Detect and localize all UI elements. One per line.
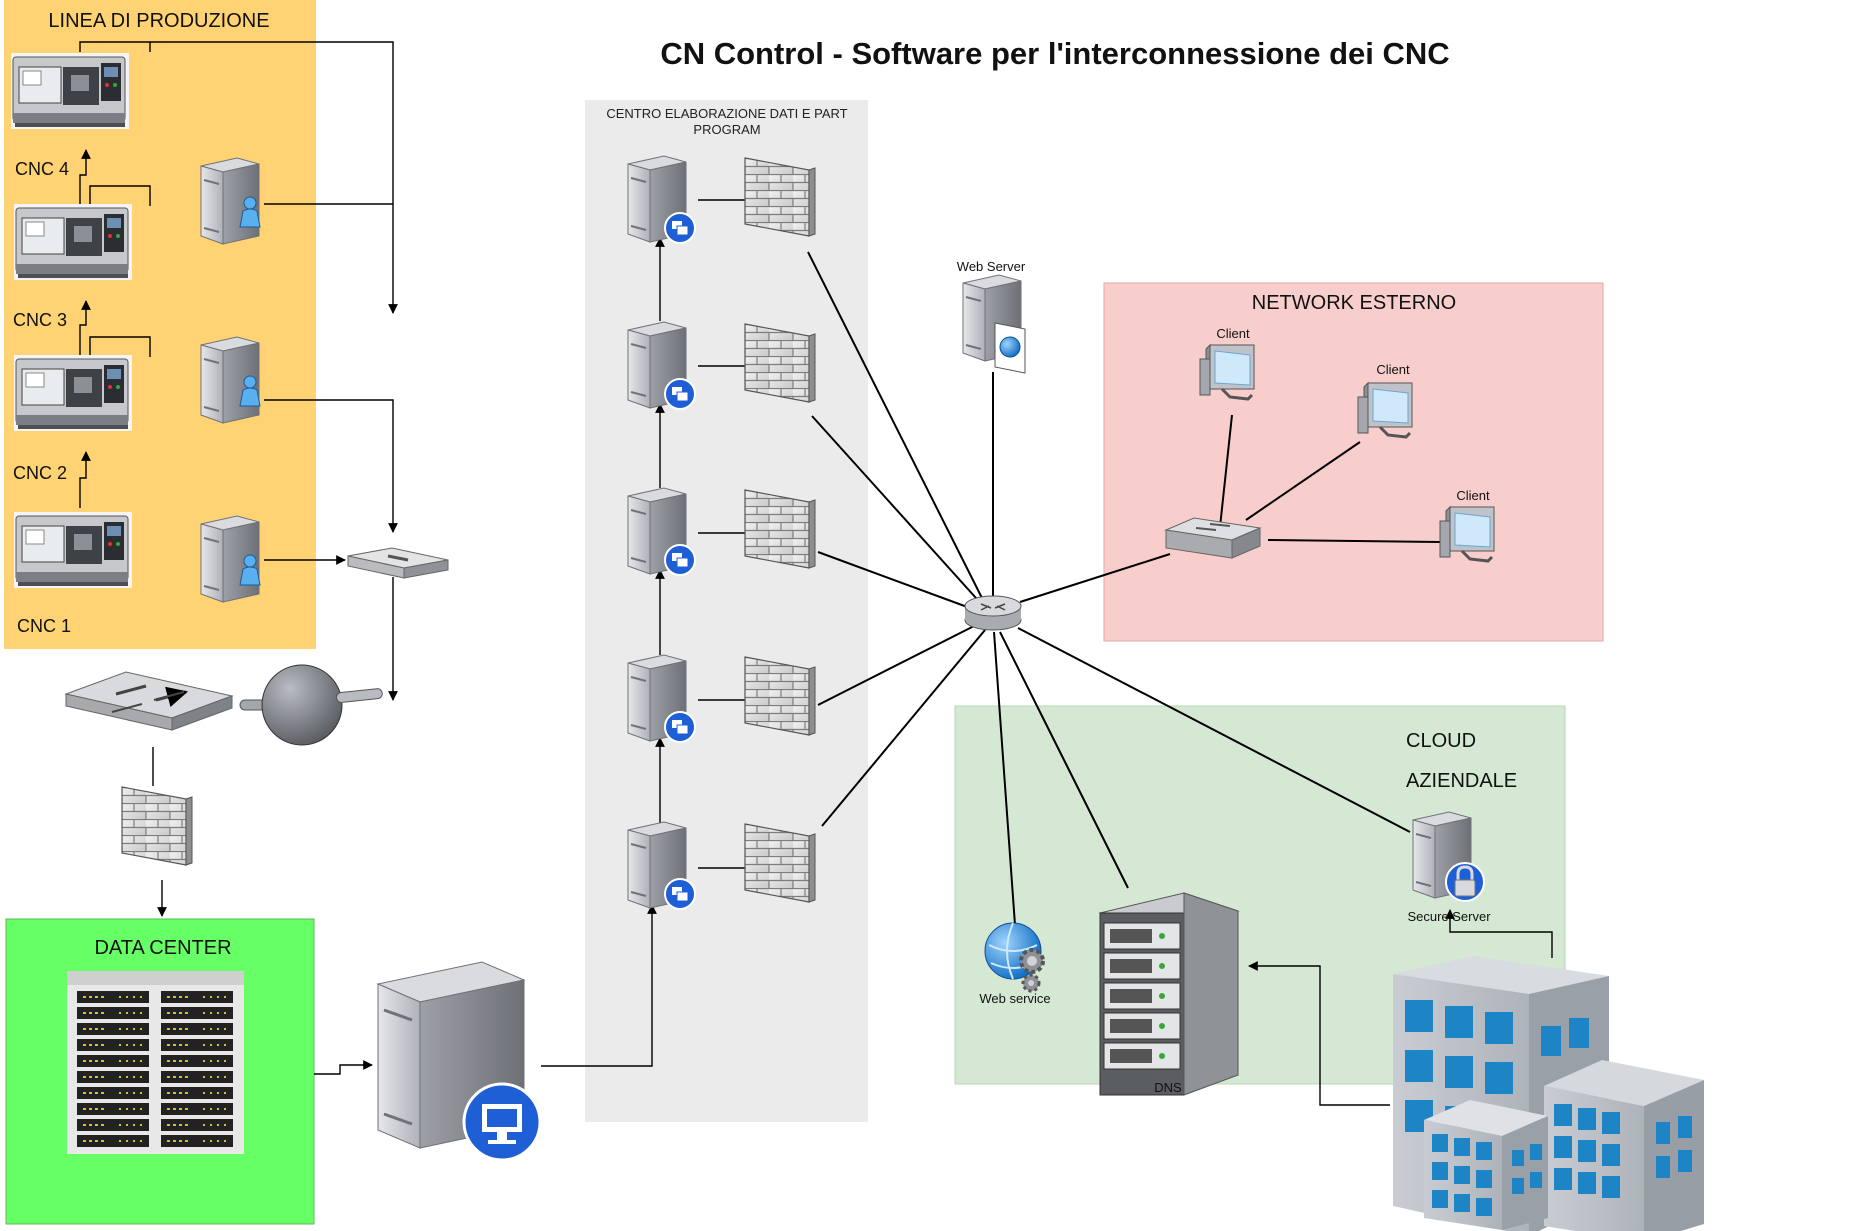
web-service-label: Web service (979, 991, 1050, 1006)
production-hub[interactable] (347, 547, 449, 579)
web-service-globe[interactable] (984, 922, 1045, 993)
processing-center-zone (585, 100, 868, 1122)
cnc-3-machine[interactable] (13, 203, 133, 281)
processing-server-2[interactable] (627, 321, 696, 410)
processing-firewall-3[interactable] (744, 489, 816, 569)
core-switch[interactable] (64, 672, 234, 731)
processing-firewall-1[interactable] (744, 157, 816, 237)
processing-center-label: CENTRO ELABORAZIONE DATI E PART PROGRAM (606, 106, 848, 137)
processing-server-5[interactable] (627, 821, 696, 910)
cnc-4-machine[interactable] (10, 52, 130, 130)
client-1-label: Client (1216, 326, 1250, 341)
cnc-2-user-server[interactable] (200, 336, 261, 424)
company-buildings (1393, 956, 1704, 1231)
external-network-zone (1103, 282, 1604, 642)
external-network-label: NETWORK ESTERNO (1252, 292, 1456, 314)
data-center-label: DATA CENTER (94, 937, 231, 959)
processing-connectors (655, 199, 745, 869)
dns-label: DNS (1154, 1080, 1182, 1095)
cnc-1-machine[interactable] (13, 511, 133, 589)
page-title: CN Control - Software per l'interconness… (660, 36, 1449, 71)
client-3-label: Client (1456, 488, 1490, 503)
cnc-4-user-server[interactable] (200, 157, 261, 245)
data-center-app-server[interactable] (376, 961, 542, 1162)
buildings-dns-link (1248, 961, 1390, 1106)
external-hub[interactable] (1164, 517, 1262, 559)
router-links (807, 251, 1441, 926)
cnc-3-label: CNC 3 (13, 310, 67, 330)
gear-icon (1019, 948, 1045, 974)
processing-server-3[interactable] (627, 487, 696, 576)
data-center-rack[interactable] (67, 971, 244, 1154)
production-connectors (79, 41, 657, 1075)
cloud-label-line2: AZIENDALE (1406, 770, 1517, 792)
web-server-label: Web Server (957, 259, 1026, 274)
edge-firewall[interactable] (121, 786, 193, 866)
lock-icon (1445, 862, 1485, 902)
cnc-1-user-server[interactable] (200, 515, 261, 603)
network-modem[interactable] (239, 664, 383, 746)
dns-server-rack[interactable] (1098, 892, 1240, 1096)
cnc-2-label: CNC 2 (13, 463, 67, 483)
processing-firewall-4[interactable] (744, 656, 816, 736)
cloud-label-line1: CLOUD (1406, 730, 1476, 752)
client-2-label: Client (1376, 362, 1410, 377)
cnc-2-machine[interactable] (13, 354, 133, 432)
monitor-badge-icon (462, 1082, 542, 1162)
web-server[interactable] (962, 274, 1026, 374)
processing-server-1[interactable] (627, 155, 696, 244)
secure-server-label: Secure Server (1407, 909, 1491, 924)
cnc-4-label: CNC 4 (15, 159, 69, 179)
processing-server-4[interactable] (627, 654, 696, 743)
central-router[interactable] (964, 595, 1022, 631)
buildings-secure-link (1445, 909, 1553, 958)
gear-icon (1021, 973, 1041, 993)
processing-firewall-2[interactable] (744, 323, 816, 403)
secure-server[interactable] (1412, 811, 1485, 902)
cnc-1-label: CNC 1 (17, 616, 71, 636)
production-line-label: LINEA DI PRODUZIONE (48, 10, 269, 32)
processing-firewall-5[interactable] (744, 823, 816, 903)
